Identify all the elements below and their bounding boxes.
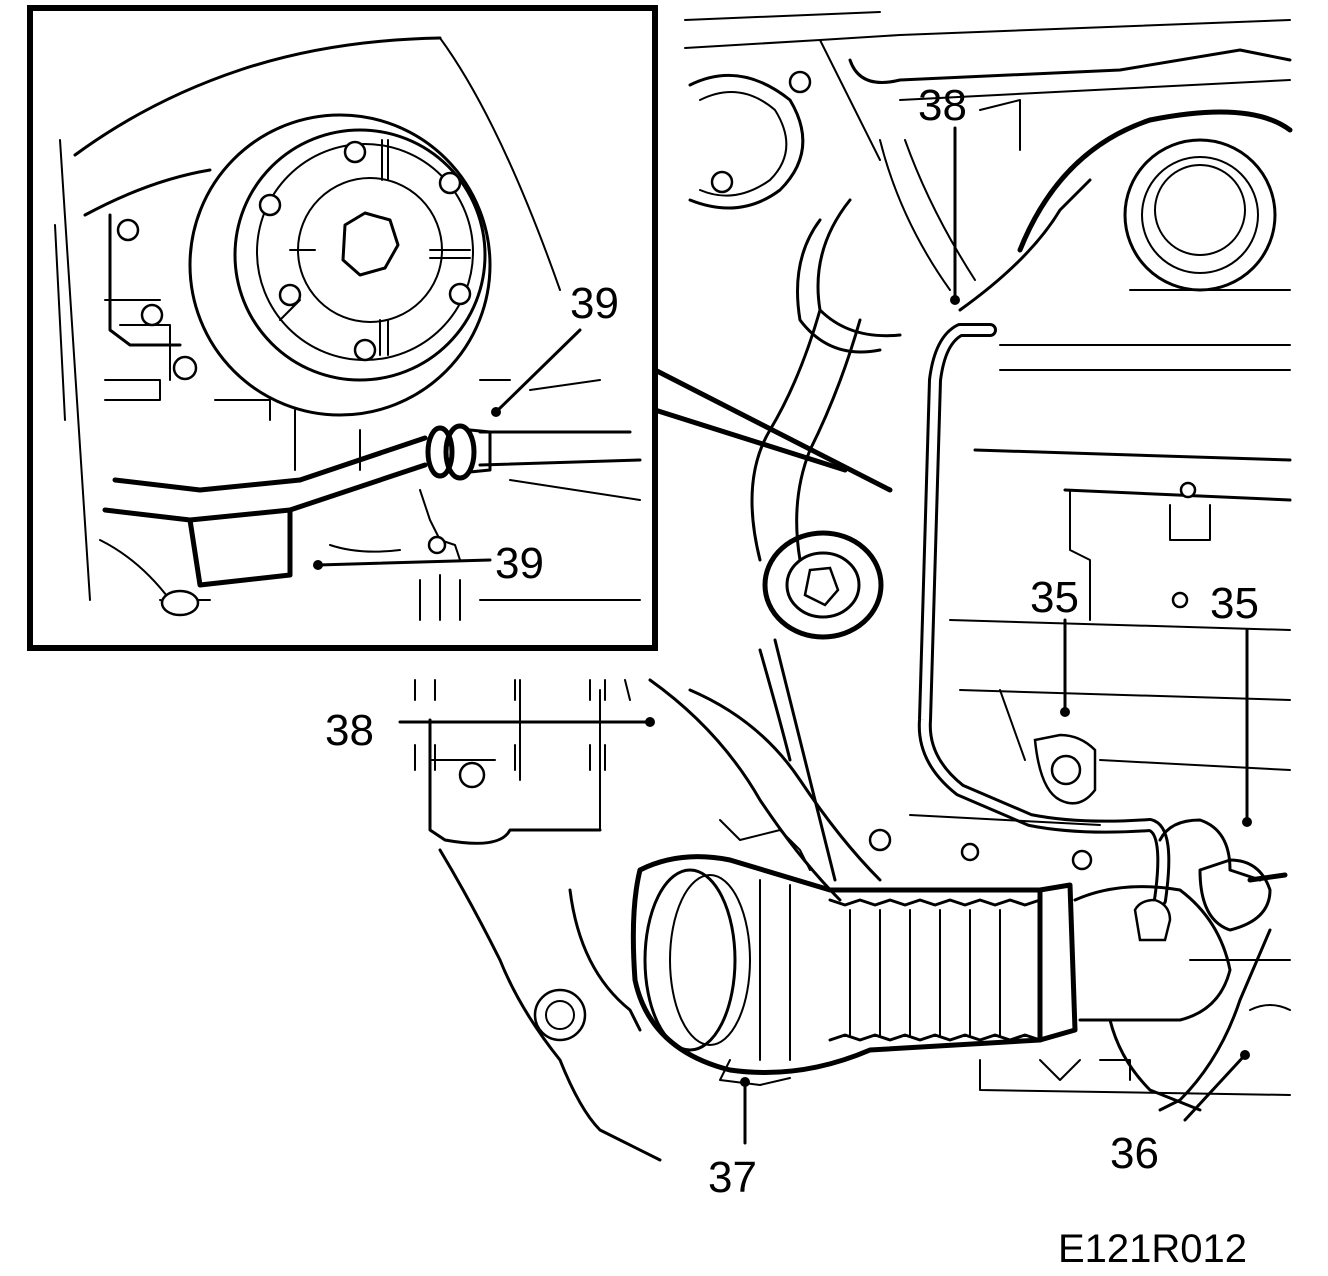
inset-pipe [99, 423, 642, 621]
callout-38-lower: 38 [325, 706, 374, 755]
detail-inset [27, 5, 658, 651]
intake-hose [630, 819, 1232, 1086]
callout-35-left: 35 [1030, 573, 1079, 622]
reservoir-cap [1017, 109, 1293, 292]
engine-mount [762, 530, 884, 640]
callout-39-lower: 39 [495, 539, 544, 588]
callout-36: 36 [1110, 1129, 1159, 1178]
fuel-pipe [917, 323, 1171, 907]
crankshaft-pulley [188, 113, 492, 417]
strut-mount [688, 70, 812, 210]
drawing-code: E121R012 [1058, 1227, 1247, 1271]
callout-37: 37 [708, 1153, 757, 1202]
callout-38-upper: 38 [918, 81, 967, 130]
callout-35-right: 35 [1210, 579, 1259, 628]
engine-bay-drawing [414, 11, 1293, 1162]
callout-labels: 39 39 38 38 35 35 36 37 E121R012 [325, 81, 1259, 1271]
callout-39-upper: 39 [570, 279, 619, 328]
leader-lines [313, 126, 1252, 1145]
